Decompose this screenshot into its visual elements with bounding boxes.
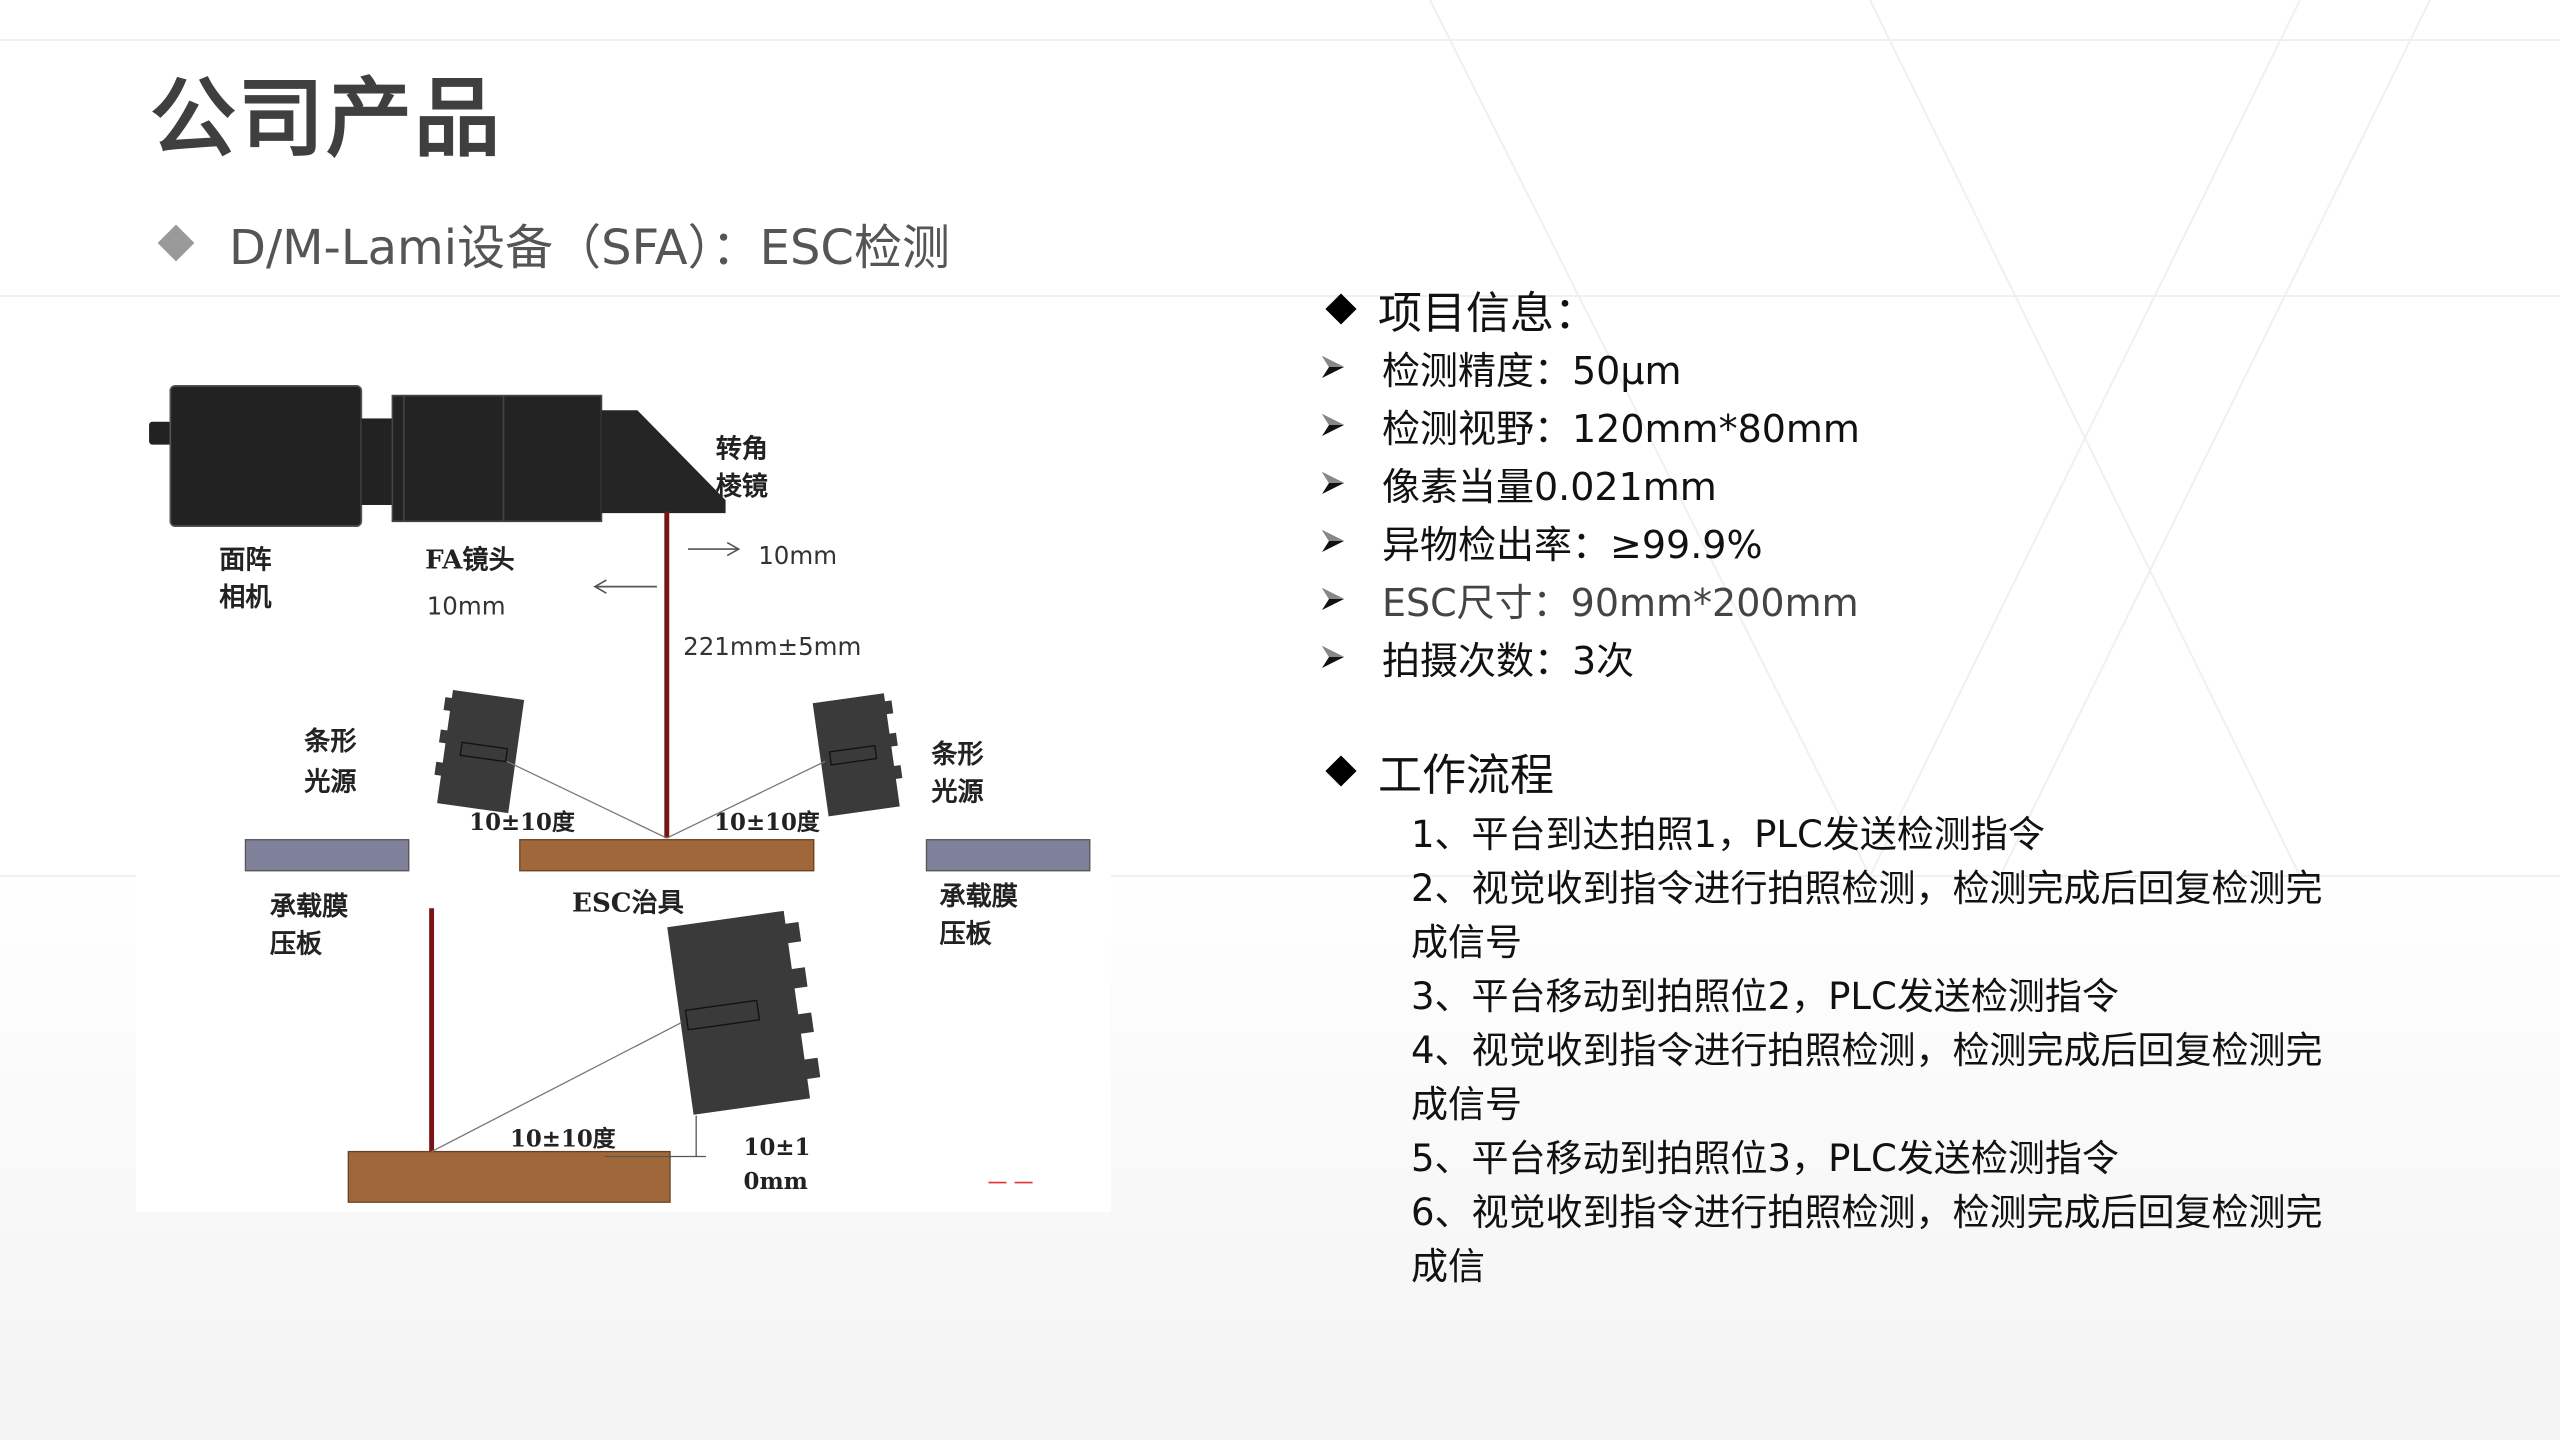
esc-fixture <box>519 839 815 872</box>
label-light-right-1: 条形 <box>931 739 983 770</box>
info-item-text: 像素当量0.021mm <box>1382 464 1717 509</box>
film-plate-left <box>244 839 410 872</box>
arrow-bullet-icon <box>1320 635 1352 679</box>
label-fixture: ESC治具 <box>572 888 684 919</box>
info-item-text: ESC尺寸：90mm*200mm <box>1382 580 1859 625</box>
esc-inspection-diagram: 转角 棱镜 面阵 相机 FA镜头 10mm 10mm 221mm±5mm 条形 … <box>136 327 1111 1212</box>
light-ray-bottom <box>431 1022 682 1153</box>
diamond-bullet-icon <box>157 224 195 262</box>
label-light-right-2: 光源 <box>930 777 983 808</box>
bar-light-bottom <box>667 910 821 1115</box>
workflow-step: 3、平台移动到拍照位2，PLC发送检测指令 <box>1411 975 2119 1018</box>
area-camera <box>149 384 395 528</box>
arrow-bullet-icon <box>1320 577 1352 621</box>
workflow-step: 2、视觉收到指令进行拍照检测，检测完成后回复检测完成信号 <box>1411 867 2323 964</box>
heading-text: 项目信息： <box>1378 288 1598 339</box>
diamond-bullet-icon <box>1325 293 1357 325</box>
label-prism-offset: 10mm <box>758 541 837 570</box>
arrow-bullet-icon <box>1320 461 1352 505</box>
info-item: ESC尺寸：90mm*200mm <box>1320 570 1860 628</box>
subtitle: D/M-Lami设备（SFA）：ESC检测 <box>155 208 950 278</box>
info-item-text: 拍摄次数：3次 <box>1382 638 1635 683</box>
info-item: 检测视野：120mm*80mm <box>1320 396 1860 454</box>
label-angle-right: 10±10度 <box>714 809 820 836</box>
arrow-left-icon <box>593 579 657 594</box>
label-prism-1: 转角 <box>716 434 768 465</box>
label-plate-left-2: 压板 <box>270 928 323 959</box>
arrow-bullet-icon <box>1320 345 1352 389</box>
workflow-step: 4、视觉收到指令进行拍照检测，检测完成后回复检测完成信号 <box>1411 1029 2323 1126</box>
label-height-1: 10±1 <box>744 1135 811 1161</box>
light-ray-left <box>506 760 668 839</box>
height-arrow-icon <box>604 1115 706 1158</box>
info-item: 像素当量0.021mm <box>1320 454 1860 512</box>
page-title: 公司产品 <box>150 69 502 169</box>
project-info: 项目信息： 检测精度：50μm 检测视野：120mm*80mm 像素当量0.021m… <box>1320 280 1860 801</box>
prism <box>601 410 726 514</box>
info-item-text: 检测视野：120mm*80mm <box>1382 406 1860 451</box>
bar-light-left <box>434 689 525 814</box>
label-lens-offset: 10mm <box>427 591 506 620</box>
arrow-right-icon <box>688 541 741 557</box>
label-prism-2: 棱镜 <box>716 471 768 502</box>
bar-light-right <box>812 693 903 817</box>
workflow-heading: 工作流程 <box>1320 742 1860 801</box>
heading-text: 工作流程 <box>1378 750 1554 801</box>
workflow-step: 6、视觉收到指令进行拍照检测，检测完成后回复检测完成信 <box>1411 1191 2323 1288</box>
label-distance: 221mm±5mm <box>683 632 861 661</box>
diamond-bullet-icon <box>1325 755 1357 787</box>
arrow-bullet-icon <box>1320 403 1352 447</box>
label-light-left-1: 条形 <box>304 726 356 757</box>
label-camera-2: 相机 <box>219 582 272 613</box>
film-plate-right <box>925 839 1091 872</box>
project-info-heading: 项目信息： <box>1320 280 1860 339</box>
info-item: 检测精度：50μm <box>1320 338 1860 396</box>
info-item-text: 检测精度：50μm <box>1382 348 1682 393</box>
label-height-2: 0mm <box>744 1169 808 1195</box>
workflow-steps: 1、平台到达拍照1，PLC发送检测指令 2、视觉收到指令进行拍照检测，检测完成后回… <box>1411 808 2351 1294</box>
info-item: 异物检出率：≥99.9% <box>1320 512 1860 570</box>
workflow-step: 1、平台到达拍照1，PLC发送检测指令 <box>1411 813 2045 856</box>
label-angle-bottom: 10±10度 <box>510 1126 616 1153</box>
fa-lens <box>391 394 603 523</box>
arrow-bullet-icon <box>1320 519 1352 563</box>
label-angle-left: 10±10度 <box>469 809 575 836</box>
info-item-text: 异物检出率：≥99.9% <box>1382 522 1763 567</box>
label-camera-1: 面阵 <box>219 545 271 576</box>
label-plate-left-1: 承载膜 <box>270 891 348 922</box>
light-ray-right <box>666 760 826 839</box>
subtitle-text: D/M-Lami设备（SFA）：ESC检测 <box>229 220 950 276</box>
label-plate-right-1: 承载膜 <box>940 881 1018 912</box>
esc-fixture-bottom <box>347 1150 671 1203</box>
label-plate-right-2: 压板 <box>940 919 993 950</box>
info-item: 拍摄次数：3次 <box>1320 628 1860 686</box>
label-light-left-2: 光源 <box>303 767 356 798</box>
label-lens: FA镜头 <box>425 545 514 576</box>
workflow-step: 5、平台移动到拍照位3，PLC发送检测指令 <box>1411 1137 2119 1180</box>
